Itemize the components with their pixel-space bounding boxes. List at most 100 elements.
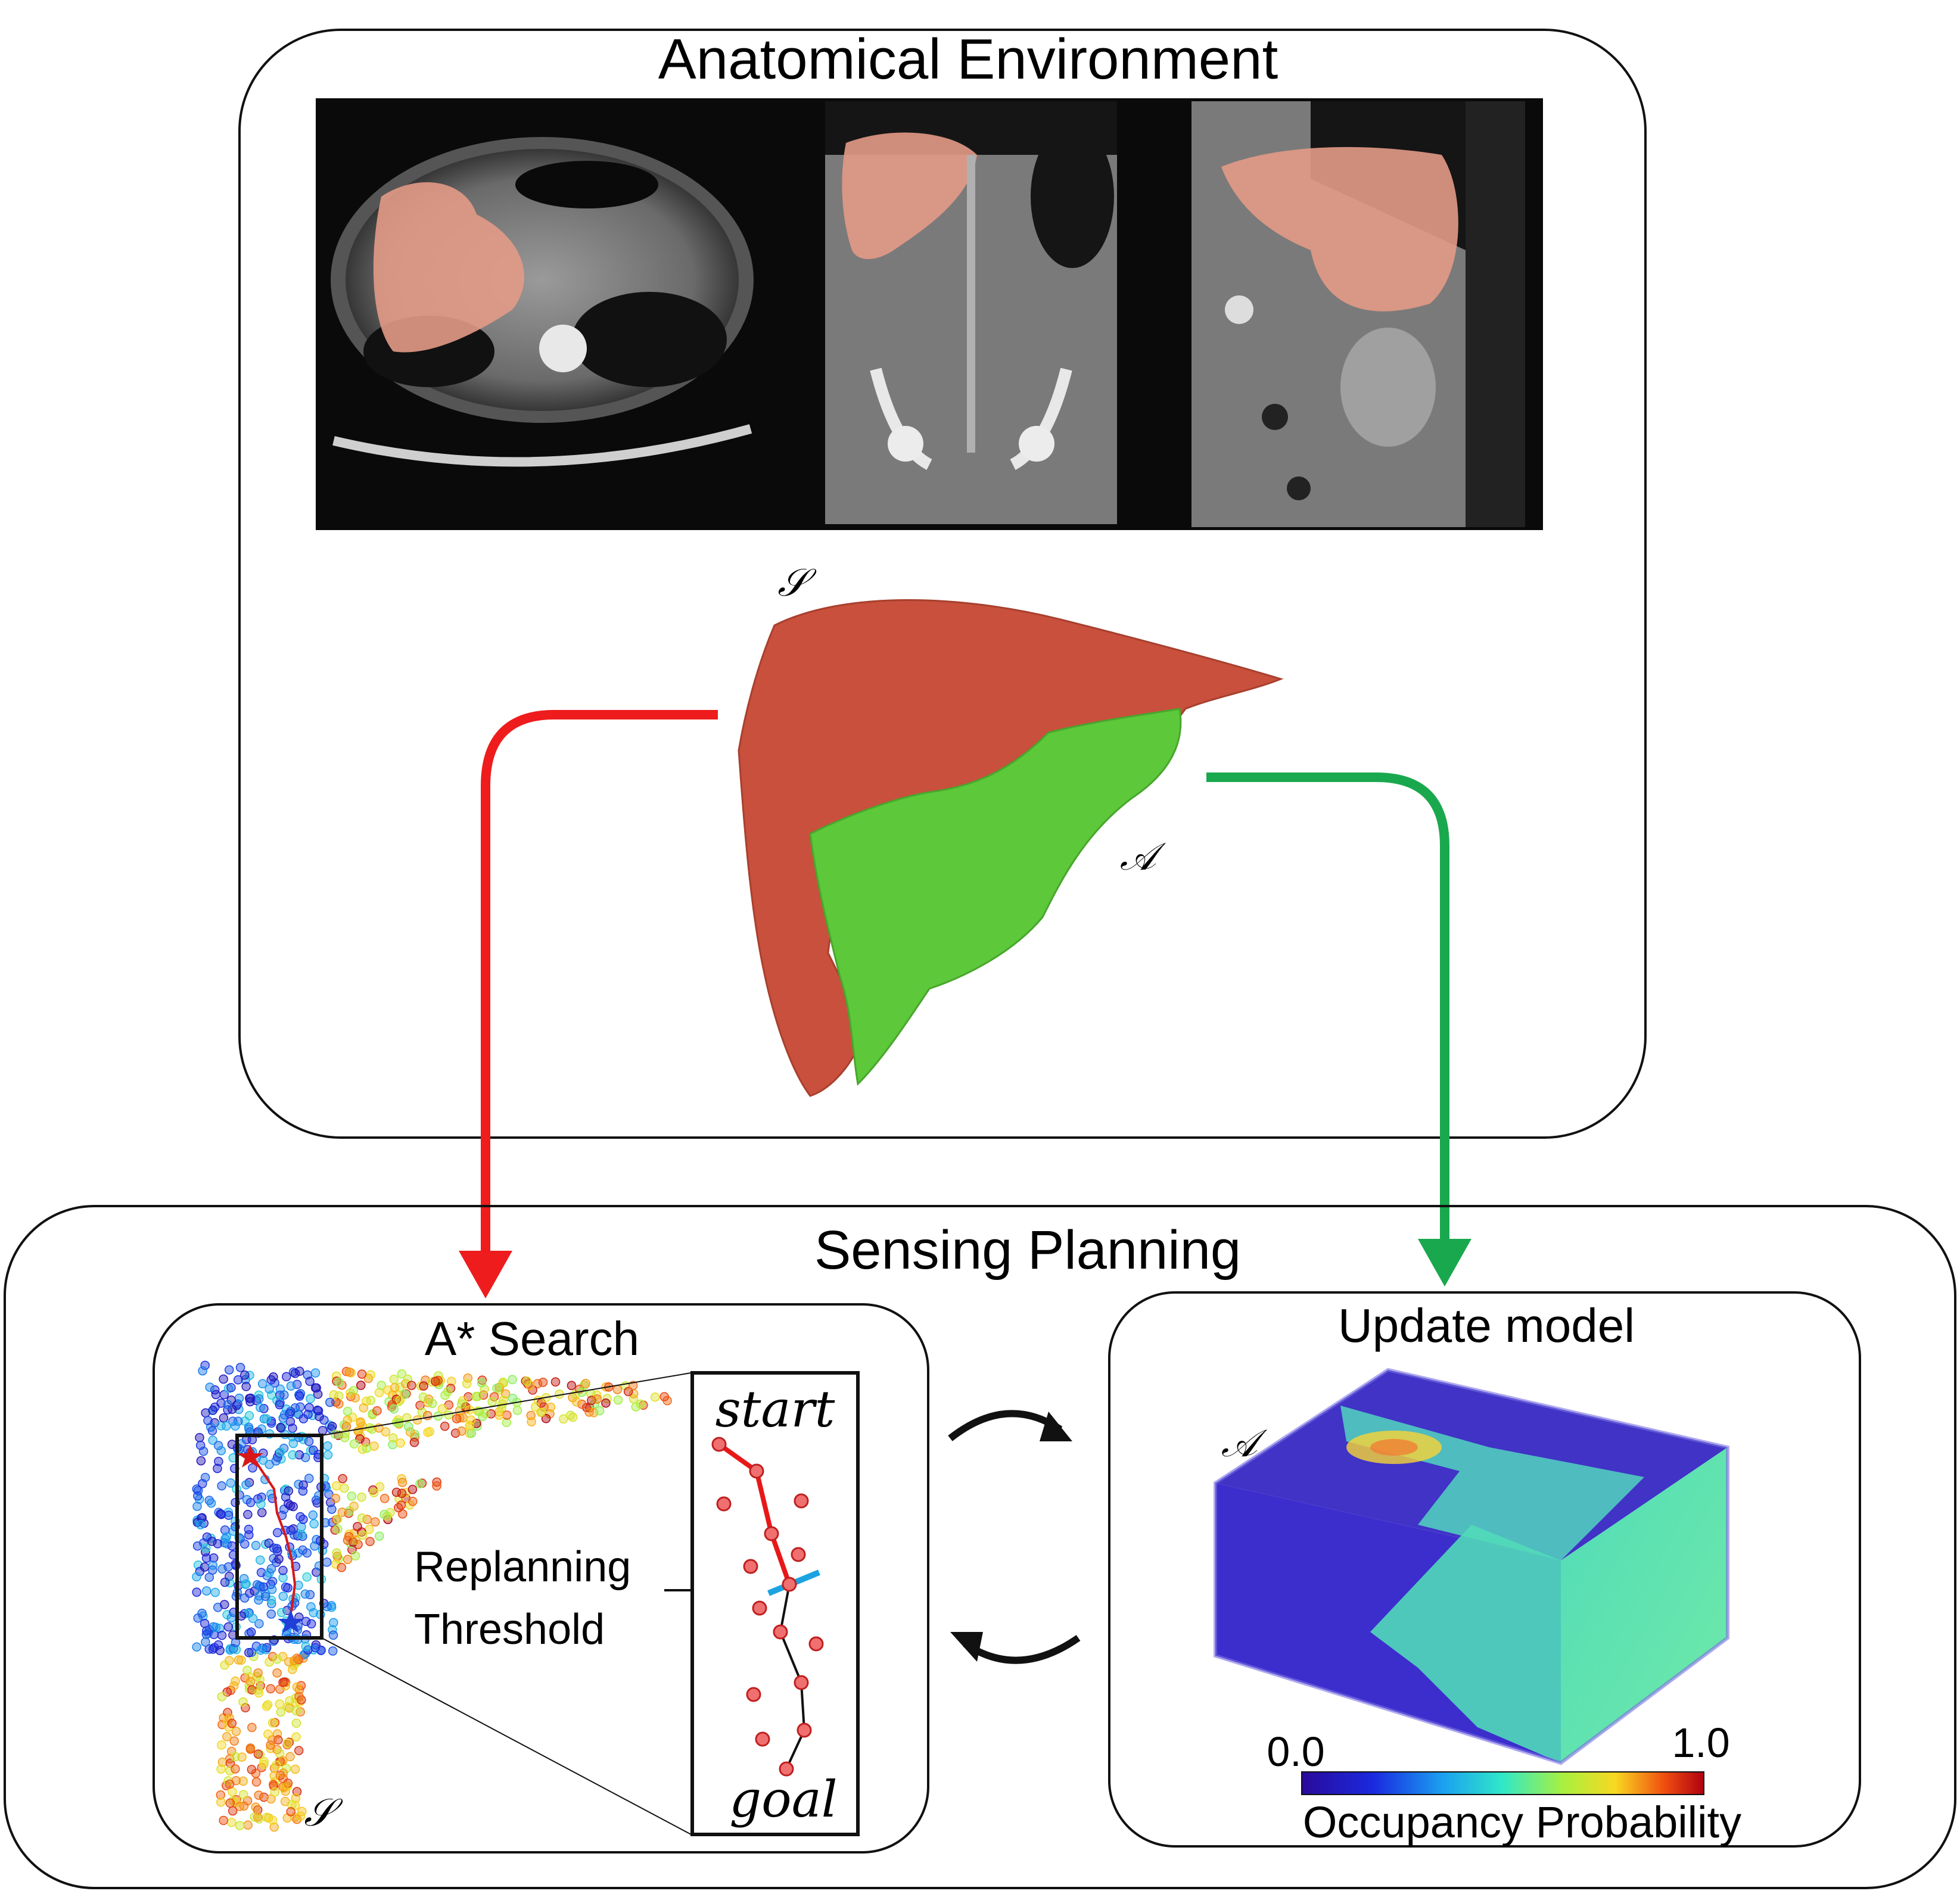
point-cloud-point <box>248 1613 258 1624</box>
point-cloud-point <box>291 1706 301 1716</box>
point-cloud-point <box>201 1630 211 1639</box>
point-cloud-point <box>266 1564 276 1574</box>
point-cloud-point <box>340 1432 350 1443</box>
point-cloud-point <box>390 1383 400 1393</box>
point-cloud-point <box>328 1630 338 1640</box>
point-cloud-point <box>304 1474 314 1483</box>
point-cloud-point <box>300 1589 310 1599</box>
point-cloud-point <box>301 1616 311 1627</box>
point-cloud-point <box>512 1406 522 1415</box>
point-cloud-point <box>213 1640 223 1650</box>
point-cloud-point <box>245 1370 254 1380</box>
point-cloud-point <box>252 1580 262 1590</box>
point-cloud-point <box>267 1577 278 1586</box>
point-cloud-point <box>279 1783 289 1793</box>
point-cloud-point <box>238 1776 248 1786</box>
point-cloud-point <box>259 1448 268 1458</box>
ct-sagittal-view <box>1191 101 1525 527</box>
point-cloud-point <box>239 1593 250 1603</box>
liver-3d-model: 𝒮 𝒜 <box>738 561 1284 1097</box>
point-cloud-point <box>269 1771 279 1781</box>
point-cloud-point <box>238 1790 248 1799</box>
point-cloud-point <box>254 1790 264 1800</box>
point-cloud-point <box>213 1539 223 1549</box>
ct-image-strip <box>316 98 1543 530</box>
point-cloud-point <box>215 1646 225 1655</box>
point-cloud-point <box>405 1427 415 1437</box>
point-cloud-point <box>225 1779 235 1789</box>
point-cloud-point <box>205 1382 214 1392</box>
point-cloud-point <box>310 1368 321 1378</box>
point-cloud-point <box>201 1543 211 1553</box>
point-cloud-point <box>234 1393 244 1403</box>
point-cloud-point <box>234 1655 244 1665</box>
point-cloud-point <box>213 1441 223 1450</box>
point-cloud-point <box>251 1541 261 1550</box>
point-cloud-point <box>248 1463 257 1473</box>
point-cloud-point <box>239 1574 249 1584</box>
point-cloud-point <box>473 1391 483 1401</box>
point-cloud-point <box>592 1394 602 1404</box>
point-cloud-point <box>259 1757 269 1767</box>
point-cloud-point <box>323 1450 333 1460</box>
point-cloud-point <box>192 1642 201 1652</box>
cycle-arrow-back-head <box>950 1632 983 1662</box>
point-cloud-point <box>305 1376 315 1387</box>
point-cloud-point <box>253 1668 263 1678</box>
point-cloud-point <box>288 1665 297 1674</box>
point-cloud-point <box>407 1485 418 1494</box>
voxel-green-region-front <box>1370 1525 1561 1763</box>
point-cloud-point <box>349 1386 359 1395</box>
point-cloud-point <box>407 1381 416 1390</box>
point-cloud-point <box>290 1403 300 1413</box>
ct-coronal-view <box>825 101 1117 524</box>
point-cloud-point <box>294 1691 304 1702</box>
point-cloud-point <box>408 1497 418 1506</box>
point-cloud-point <box>536 1407 546 1418</box>
point-cloud-point <box>357 1369 367 1379</box>
anatomical-environment-box <box>238 29 1647 1139</box>
point-cloud-point <box>241 1579 251 1589</box>
point-cloud-point <box>206 1498 216 1508</box>
colorbar-min-label: 0.0 <box>1267 1728 1324 1775</box>
point-cloud-point <box>223 1510 234 1520</box>
colorbar-title: Occupancy Probability <box>1303 1798 1741 1847</box>
point-cloud-point <box>202 1532 212 1542</box>
point-cloud-point <box>240 1370 250 1380</box>
point-cloud-point <box>220 1600 229 1609</box>
point-cloud-point <box>332 1548 341 1558</box>
point-cloud-point <box>419 1381 428 1391</box>
point-cloud-point <box>379 1494 390 1503</box>
point-cloud-point <box>295 1391 304 1401</box>
point-cloud-point <box>245 1677 256 1687</box>
point-cloud-point <box>334 1399 344 1409</box>
point-cloud-point <box>357 1513 367 1523</box>
point-cloud-point <box>304 1403 314 1413</box>
point-cloud-point <box>295 1811 306 1821</box>
point-cloud-point <box>217 1691 227 1702</box>
point-cloud-point <box>278 1591 288 1601</box>
point-cloud-point <box>272 1654 282 1664</box>
occupancy-voxel-volume <box>1214 1367 1729 1765</box>
point-cloud-point <box>204 1644 214 1654</box>
point-cloud-point <box>327 1422 337 1431</box>
point-cloud-point <box>259 1792 269 1802</box>
point-cloud-point <box>310 1643 321 1653</box>
point-cloud-point <box>266 1740 275 1750</box>
point-cloud-point <box>389 1375 399 1384</box>
point-cloud-point <box>271 1760 281 1770</box>
point-cloud-point <box>306 1619 316 1629</box>
point-cloud-point <box>278 1677 288 1687</box>
point-cloud-point <box>283 1583 293 1593</box>
point-cloud-point <box>219 1815 228 1826</box>
point-cloud-point <box>350 1393 360 1403</box>
inset-goal-label: goal <box>729 1770 837 1828</box>
start-star-marker <box>237 1444 263 1468</box>
point-cloud-point <box>192 1484 202 1494</box>
point-cloud-point <box>659 1392 669 1401</box>
point-cloud-point <box>197 1608 207 1618</box>
point-cloud-point <box>396 1500 406 1510</box>
point-cloud-point <box>284 1657 294 1666</box>
point-cloud-point <box>278 1573 288 1583</box>
point-cloud-point <box>433 1376 443 1385</box>
